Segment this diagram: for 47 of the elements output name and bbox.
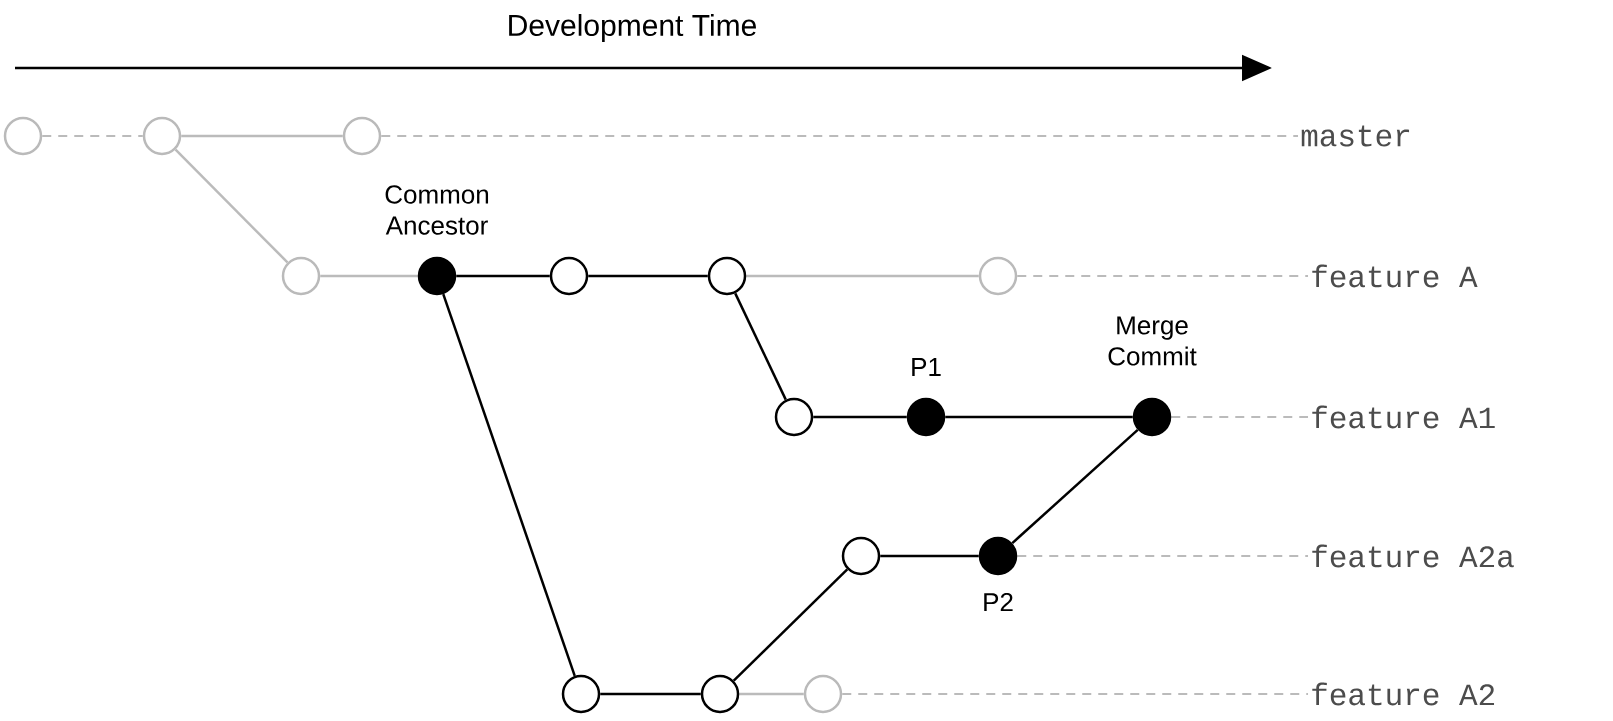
- commit-label: P2: [984, 592, 1013, 612]
- commit-circle: [707, 256, 747, 296]
- commit-circle: [978, 536, 1018, 576]
- branch-line: [1016, 555, 1309, 557]
- branch-line: [380, 135, 1299, 137]
- branch-line: [456, 274, 550, 278]
- branch-line: [1170, 416, 1309, 418]
- branch-line: [739, 692, 804, 696]
- branch-line: [945, 415, 1133, 419]
- commit-circle: [906, 397, 946, 437]
- commit-circle: [700, 674, 740, 714]
- branch-line: [1016, 275, 1309, 277]
- commit-circle: [342, 116, 382, 156]
- commit-circle: [142, 116, 182, 156]
- commit-label: Merge Commit: [1108, 316, 1197, 366]
- branch-line: [1011, 428, 1139, 545]
- commit-label: Common Ancestor: [385, 185, 489, 235]
- commit-circle: [774, 397, 814, 437]
- commit-circle: [281, 256, 321, 296]
- branch-line: [732, 568, 849, 682]
- commit-circle: [803, 674, 843, 714]
- commit-circle: [978, 256, 1018, 296]
- branch-line: [841, 693, 1309, 695]
- commit-circle: [561, 674, 601, 714]
- title: Development Time: [509, 14, 756, 42]
- branch-line: [181, 134, 343, 138]
- branch-line: [442, 293, 576, 677]
- branch-label: feature A2a: [1312, 544, 1514, 568]
- commit-circle: [1132, 397, 1172, 437]
- branch-line: [600, 692, 701, 696]
- branch-line: [734, 292, 787, 401]
- branch-label: feature A: [1312, 264, 1478, 288]
- commit-circle: [549, 256, 589, 296]
- branch-line: [746, 274, 979, 278]
- commit-circle: [841, 536, 881, 576]
- branch-line: [588, 274, 708, 278]
- branch-line: [320, 274, 418, 278]
- branch-label: feature A2: [1312, 682, 1494, 706]
- branch-line: [174, 148, 289, 264]
- commit-label: P1: [912, 358, 941, 376]
- branch-label: feature A1: [1312, 405, 1495, 429]
- commit-circle: [417, 256, 457, 296]
- branch-line: [813, 415, 907, 419]
- branch-line: [41, 135, 144, 137]
- commit-circle: [3, 116, 43, 156]
- branch-line: [880, 554, 979, 558]
- branch-label: master: [1301, 125, 1410, 147]
